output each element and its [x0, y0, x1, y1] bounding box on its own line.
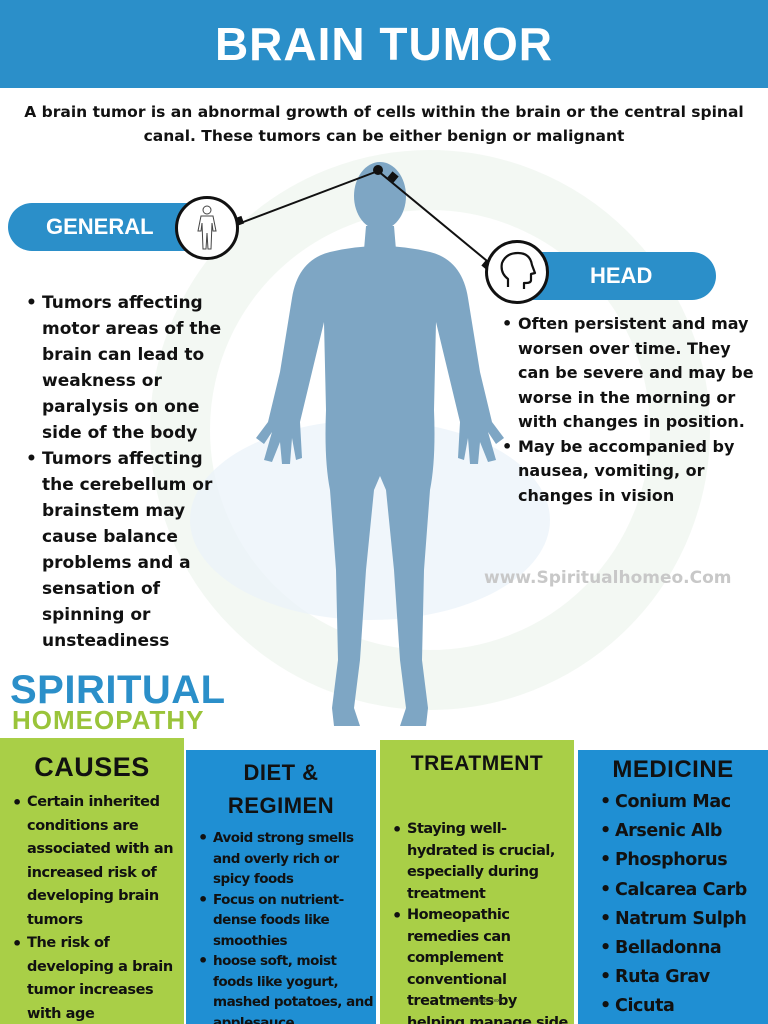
list-item: Tumors affecting the cerebellum or brain… [26, 446, 226, 654]
treatment-title: TREATMENT [410, 752, 544, 775]
list-item: hoose soft, moist foods like yogurt, mas… [196, 951, 376, 1024]
diet-title: DIET & REGIMEN [186, 756, 376, 822]
watermark-url: www.Spiritualhomeo.Com [484, 568, 732, 588]
list-item: Conium Mac [598, 788, 768, 817]
treatment-footnote: Your paragraph text [452, 998, 502, 1004]
head-icon-circle [485, 240, 549, 304]
list-item: Often persistent and may worsen over tim… [502, 312, 754, 435]
list-item: Homeopathic remedies can complement conv… [390, 905, 574, 1024]
list-item: Phosphorus [598, 846, 768, 875]
body-icon [197, 205, 217, 250]
causes-title: CAUSES [34, 752, 150, 782]
general-label: GENERAL [46, 214, 154, 239]
treatment-panel: TREATMENT Staying well-hydrated is cruci… [380, 740, 574, 1024]
header-banner: BRAIN TUMOR [0, 0, 768, 88]
diet-list: Avoid strong smells and overly rich or s… [196, 828, 376, 1024]
medicine-panel: MEDICINE Conium Mac Arsenic Alb Phosphor… [578, 750, 768, 1024]
medicine-list: Conium Mac Arsenic Alb Phosphorus Calcar… [598, 788, 768, 1022]
list-item: Arsenic Alb [598, 817, 768, 846]
list-item: Focus on nutrient-dense foods like smoot… [196, 890, 376, 952]
general-bullet-list: Tumors affecting motor areas of the brai… [26, 290, 226, 654]
list-item: Calcarea Carb [598, 876, 768, 905]
list-item: Belladonna [598, 934, 768, 963]
list-item: Staying well-hydrated is crucial, especi… [390, 819, 574, 905]
intro-text: A brain tumor is an abnormal growth of c… [24, 103, 744, 145]
body-icon-circle [175, 196, 239, 260]
head-icon [500, 251, 537, 289]
head-label: HEAD [590, 263, 653, 288]
diet-title-line-2: REGIMEN [227, 793, 335, 818]
causes-list: Certain inherited conditions are associa… [10, 791, 184, 1024]
treatment-list: Staying well-hydrated is crucial, especi… [390, 819, 574, 1024]
list-item: Cicuta [598, 992, 768, 1021]
list-item: Natrum Sulph [598, 905, 768, 934]
list-item: Avoid strong smells and overly rich or s… [196, 828, 376, 890]
diet-panel: DIET & REGIMEN Avoid strong smells and o… [186, 750, 376, 1024]
causes-panel: CAUSES Certain inherited conditions are … [0, 738, 184, 1024]
list-item: Tumors affecting motor areas of the brai… [26, 290, 226, 446]
list-item: Certain inherited conditions are associa… [10, 791, 184, 932]
page-title: BRAIN TUMOR [214, 18, 554, 70]
list-item: May be accompanied by nausea, vomiting, … [502, 435, 754, 509]
head-bullet-list: Often persistent and may worsen over tim… [502, 312, 754, 508]
logo-line-2: HOMEOPATHY [12, 705, 205, 735]
medicine-title: MEDICINE [612, 756, 734, 783]
diet-title-line-1: DIET & [243, 760, 319, 785]
connector-lines [233, 165, 499, 271]
list-item: The risk of developing a brain tumor inc… [10, 932, 184, 1024]
logo-line-1: SPIRITUAL [10, 668, 226, 712]
list-item: Ruta Grav [598, 963, 768, 992]
